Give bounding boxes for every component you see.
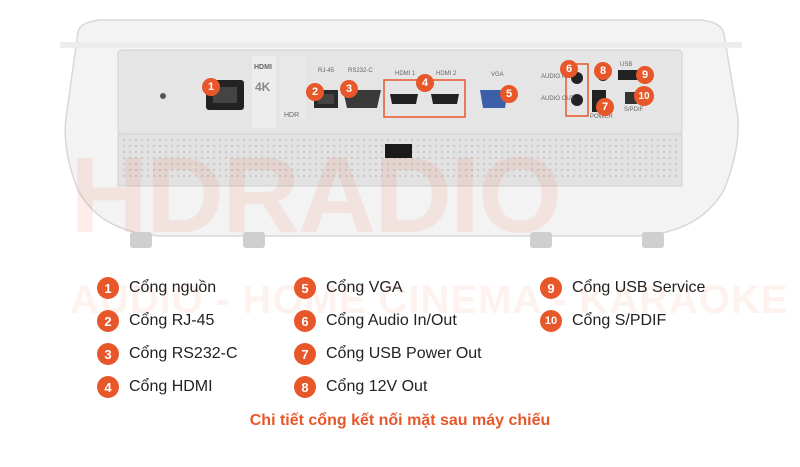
legend-item-10: 10 Cổng S/PDIF: [540, 310, 666, 332]
callout-8: 8: [594, 62, 612, 80]
label-hdmi-logo: HDMI: [254, 64, 272, 71]
legend-item-4: 4 Cổng HDMI: [97, 376, 213, 398]
label-hdmi1: HDMI 1: [395, 71, 416, 77]
legend-number: 2: [97, 310, 119, 332]
watermark-tagline: AUDIO - HOME CINEMA - KARAOKE: [70, 278, 789, 322]
legend-item-5: 5 Cổng VGA: [294, 277, 402, 299]
legend-label: Cổng 12V Out: [326, 378, 428, 395]
label-hdr: HDR: [284, 112, 300, 119]
legend-label: Cổng VGA: [326, 279, 403, 296]
callout-6: 6: [560, 60, 578, 78]
legend-item-8: 8 Cổng 12V Out: [294, 376, 427, 398]
callout-9: 9: [636, 66, 654, 84]
legend-label: Cổng RJ-45: [129, 312, 215, 329]
legend-number: 6: [294, 310, 316, 332]
callout-2: 2: [306, 83, 324, 101]
callout-5: 5: [500, 85, 518, 103]
legend-number: 3: [97, 343, 119, 365]
label-hdmi2: HDMI 2: [436, 71, 457, 77]
legend-label: Cổng USB Service: [572, 279, 706, 296]
legend-number: 10: [540, 310, 562, 332]
legend-number: 4: [97, 376, 119, 398]
legend-number: 1: [97, 277, 119, 299]
legend-item-1: 1 Cổng nguồn: [97, 277, 216, 299]
legend-label: Cổng nguồn: [129, 279, 217, 296]
label-4k: 4K: [255, 80, 271, 94]
legend-number: 8: [294, 376, 316, 398]
legend-label: Cổng HDMI: [129, 378, 213, 395]
legend-item-3: 3 Cổng RS232-C: [97, 343, 238, 365]
legend-label: Cổng S/PDIF: [572, 312, 667, 329]
callout-3: 3: [340, 80, 358, 98]
callout-10: 10: [634, 86, 654, 106]
legend-number: 9: [540, 277, 562, 299]
label-usb: USB: [620, 62, 633, 68]
legend-label: Cổng USB Power Out: [326, 345, 482, 362]
legend-label: Cổng Audio In/Out: [326, 312, 457, 329]
label-vga: VGA: [491, 72, 504, 78]
label-rj45: RJ-45: [318, 68, 335, 74]
label-power: POWER: [590, 114, 613, 120]
legend-number: 5: [294, 277, 316, 299]
label-spdif: S/PDIF: [624, 107, 644, 113]
legend-label: Cổng RS232-C: [129, 345, 238, 362]
legend-item-6: 6 Cổng Audio In/Out: [294, 310, 457, 332]
legend-item-7: 7 Cổng USB Power Out: [294, 343, 482, 365]
callout-1: 1: [202, 78, 220, 96]
caption: Chi tiết cổng kết nối mặt sau máy chiếu: [249, 412, 551, 429]
watermark-logo: HDRADIO: [70, 134, 562, 255]
callout-4: 4: [416, 74, 434, 92]
label-audio-in: AUDIO IN: [541, 74, 568, 80]
legend-item-2: 2 Cổng RJ-45: [97, 310, 214, 332]
legend-item-9: 9 Cổng USB Service: [540, 277, 705, 299]
callout-7: 7: [596, 98, 614, 116]
label-audio-out: AUDIO OUT: [541, 96, 575, 102]
legend-number: 7: [294, 343, 316, 365]
label-rs232: RS232-C: [348, 68, 373, 74]
